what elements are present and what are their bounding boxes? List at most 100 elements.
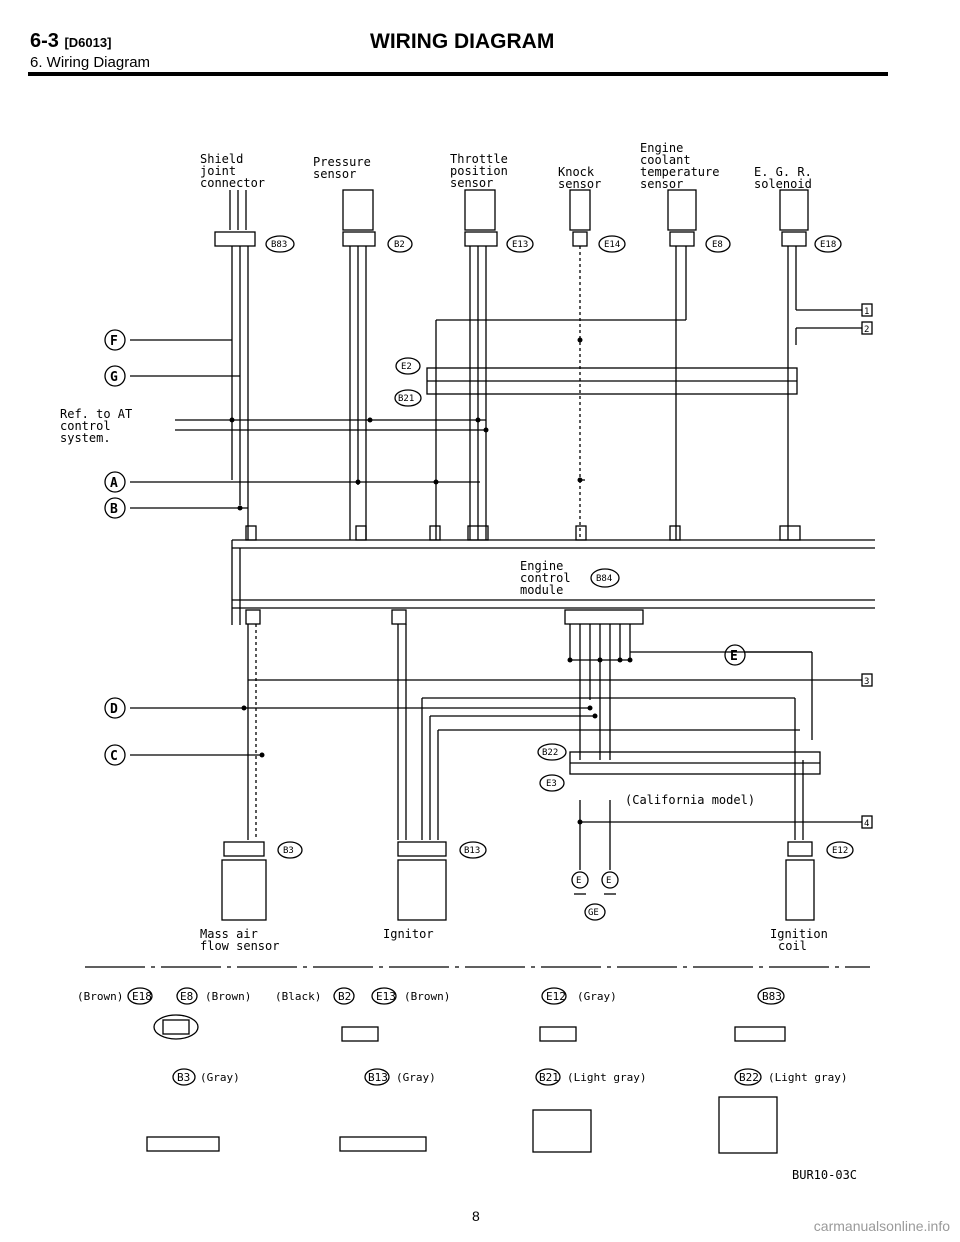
ref-b: [104, 497, 126, 519]
ref-f-label: F: [110, 334, 118, 349]
ref-b-label: B: [110, 502, 118, 517]
numbered-boxes: [861, 303, 873, 829]
b2-pins: [342, 231, 376, 247]
legend-e18: E18: [132, 990, 152, 1003]
shield-label-1: Shield: [200, 152, 243, 166]
pressure-label-2: sensor: [313, 167, 356, 181]
lower-wires: [130, 624, 862, 870]
conn-b83: B83: [271, 240, 287, 250]
e8-pins: [669, 231, 695, 247]
junction-dots: [229, 337, 633, 825]
box-1: [861, 303, 873, 317]
page-title: WIRING DIAGRAM: [370, 30, 555, 53]
svg-text:(Brown): (Brown): [205, 990, 251, 1003]
ref-e-label: E: [730, 649, 738, 664]
ignitor-box: [397, 859, 447, 921]
box-3-label: 3: [864, 677, 869, 687]
maf-label-2: flow sensor: [200, 939, 279, 953]
throttle-label-1: Throttle: [450, 152, 508, 166]
california-note: (California model): [625, 793, 755, 807]
e18-callout: [814, 235, 842, 253]
ref-e: [724, 644, 746, 666]
svg-text:(Light gray): (Light gray): [768, 1071, 847, 1084]
at-ref-1: Ref. to AT: [60, 407, 132, 421]
box-2: [861, 321, 873, 335]
b3-callout: [277, 841, 303, 859]
section-number: 6-3 [D6013]: [30, 30, 112, 52]
top-connectors: [214, 231, 807, 247]
conn-e8: E8: [712, 240, 723, 250]
throttle-label-3: sensor: [450, 176, 493, 190]
egr-label-2: solenoid: [754, 177, 812, 191]
egr-solenoid-box: [779, 189, 809, 231]
coil-box: [785, 859, 815, 921]
coolant-label-3: temperature: [640, 165, 719, 179]
ecm-label-2: control: [520, 571, 571, 585]
svg-text:(Brown): (Brown): [77, 990, 123, 1003]
ground-e-left-label: E: [576, 876, 581, 886]
svg-text:(Gray): (Gray): [577, 990, 617, 1003]
header-rule: [28, 72, 888, 76]
legend-b3: B3: [177, 1071, 190, 1084]
conn-e3: E3: [546, 779, 557, 789]
b21-callout: [394, 389, 422, 407]
conn-b2: B2: [394, 240, 405, 250]
b22-e3-connector: [537, 743, 821, 792]
ref-c-label: C: [110, 749, 118, 764]
knock-sensor-box: [569, 189, 591, 231]
legend-b83: B83: [762, 990, 782, 1003]
coolant-sensor-box: [667, 189, 697, 231]
legend-row-2: B3 (Gray) B13 (Gray) B21 (Light gray) B2…: [172, 1068, 847, 1086]
conn-e13: E13: [512, 240, 528, 250]
ground-e-right: [601, 871, 619, 889]
e13-callout: [506, 235, 534, 253]
figure-code: BUR10-03C: [792, 1168, 858, 1182]
b83-callout: [265, 235, 295, 253]
reference-markers: [104, 329, 812, 766]
e8-callout: [705, 235, 731, 253]
e13-pins: [464, 231, 498, 247]
conn-b22: B22: [542, 748, 558, 758]
maf-label-1: Mass air: [200, 927, 258, 941]
e2-b21-connector: [394, 357, 798, 407]
ground-e-left: [571, 871, 589, 889]
svg-text:(Brown): (Brown): [404, 990, 450, 1003]
at-ref-3: system.: [60, 431, 111, 445]
at-ref-2: control: [60, 419, 111, 433]
ground-ge-label: GE: [588, 908, 599, 918]
b22-callout: [537, 743, 567, 761]
knock-label-2: sensor: [558, 177, 601, 191]
conn-b21: B21: [398, 394, 414, 404]
ref-a-label: A: [110, 476, 118, 491]
ecm-label-3: module: [520, 583, 563, 597]
b13-pins: [397, 841, 447, 857]
ge-callout: [584, 903, 606, 921]
svg-text:(Light gray): (Light gray): [567, 1071, 646, 1084]
box-4: [861, 815, 873, 829]
legend-row-2-shapes: [146, 1096, 778, 1154]
bottom-components: [221, 841, 854, 921]
e14-pins: [572, 231, 588, 247]
conn-e12: E12: [832, 846, 848, 856]
b2-callout: [387, 235, 413, 253]
throttle-label-2: position: [450, 164, 508, 178]
legend-e8: E8: [180, 990, 193, 1003]
egr-label-1: E. G. R.: [754, 165, 812, 179]
coolant-label-1: Engine: [640, 141, 683, 155]
svg-text:(Black): (Black): [275, 990, 321, 1003]
e3-callout: [539, 774, 565, 792]
top-component-boxes: [229, 189, 809, 231]
conn-e18: E18: [820, 240, 836, 250]
page-number: 8: [472, 1208, 480, 1224]
b83-pins: [214, 231, 256, 247]
ref-c: [104, 744, 126, 766]
coil-label-1: Ignition: [770, 927, 828, 941]
coolant-label-4: sensor: [640, 177, 683, 191]
b3-pins: [223, 841, 265, 857]
b13-callout: [459, 841, 487, 859]
ground-e-right-label: E: [606, 876, 611, 886]
shield-label-2: joint: [200, 164, 236, 178]
ref-a: [104, 471, 126, 493]
shield-label-3: connector: [200, 176, 265, 190]
